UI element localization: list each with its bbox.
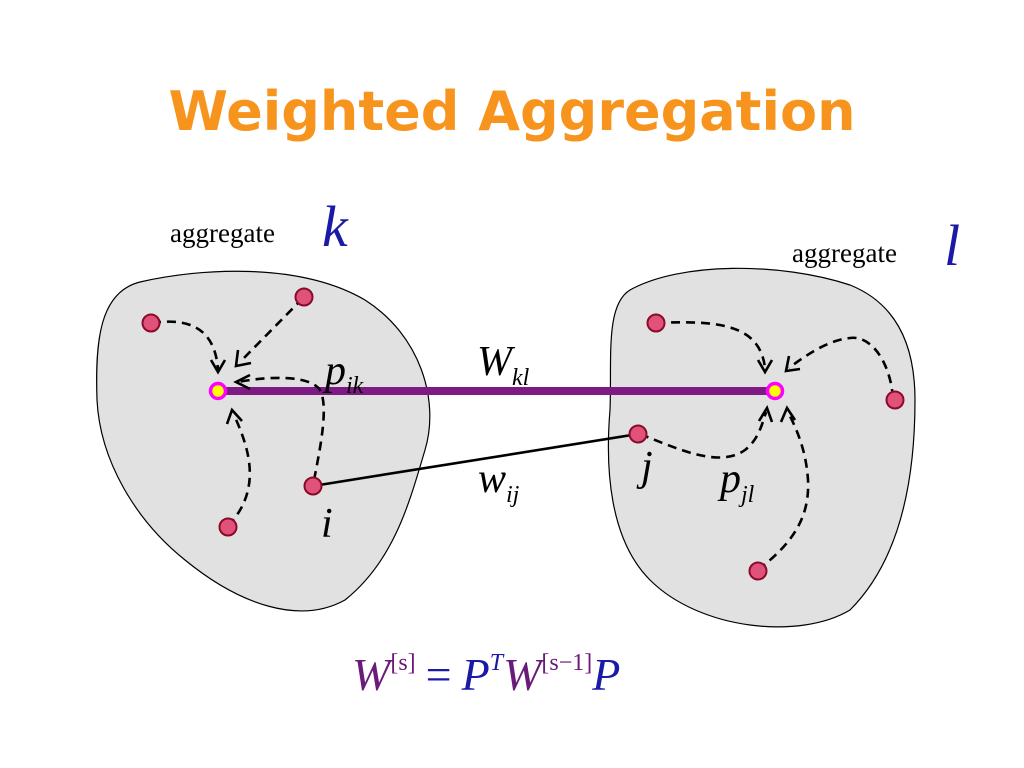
arrowhead-icon xyxy=(233,373,251,391)
arrowhead-icon xyxy=(234,349,252,368)
label-node-j: j xyxy=(636,444,653,490)
arrowhead-icon xyxy=(756,359,774,375)
interp-arrow xyxy=(788,336,895,399)
aggregate-l-word: aggregate xyxy=(792,238,897,268)
aggregate-l-region xyxy=(607,267,916,628)
slide-title: Weighted Aggregation xyxy=(168,80,855,143)
label-p-jl: pjl xyxy=(717,456,755,508)
interp-arrow xyxy=(655,320,767,369)
aggregate-l-letter: l xyxy=(944,213,960,278)
node xyxy=(218,517,238,537)
label-p-ik: pik xyxy=(322,348,364,399)
arrowhead-icon xyxy=(779,405,797,423)
seed-node-k xyxy=(208,381,228,401)
interp-arrow xyxy=(757,411,810,572)
arrowhead-icon xyxy=(784,355,801,373)
aggregate-k-word: aggregate xyxy=(170,218,275,248)
interp-arrow xyxy=(227,414,252,527)
node xyxy=(646,313,666,333)
interp-arrow xyxy=(639,411,768,459)
label-w-ij: wij xyxy=(478,456,520,508)
interp-arrow xyxy=(237,376,326,481)
weak-edge-wij xyxy=(312,432,639,488)
arrowhead-icon xyxy=(757,405,774,423)
node-i xyxy=(303,476,323,496)
node xyxy=(294,287,314,307)
seed-node-l xyxy=(765,381,785,401)
node xyxy=(141,313,161,333)
interp-arrow xyxy=(151,320,220,371)
arrowhead-icon xyxy=(209,359,227,375)
arrowhead-icon xyxy=(225,407,243,425)
node xyxy=(885,390,905,410)
node xyxy=(748,561,768,581)
node-j xyxy=(628,424,648,444)
label-node-i: i xyxy=(321,501,333,547)
aggregate-k-letter: k xyxy=(322,194,349,259)
label-W-kl: Wkl xyxy=(477,339,530,391)
aggregate-k-region xyxy=(96,270,431,612)
coarsening-formula: W[s]=PTW[s−1]P xyxy=(352,649,620,700)
